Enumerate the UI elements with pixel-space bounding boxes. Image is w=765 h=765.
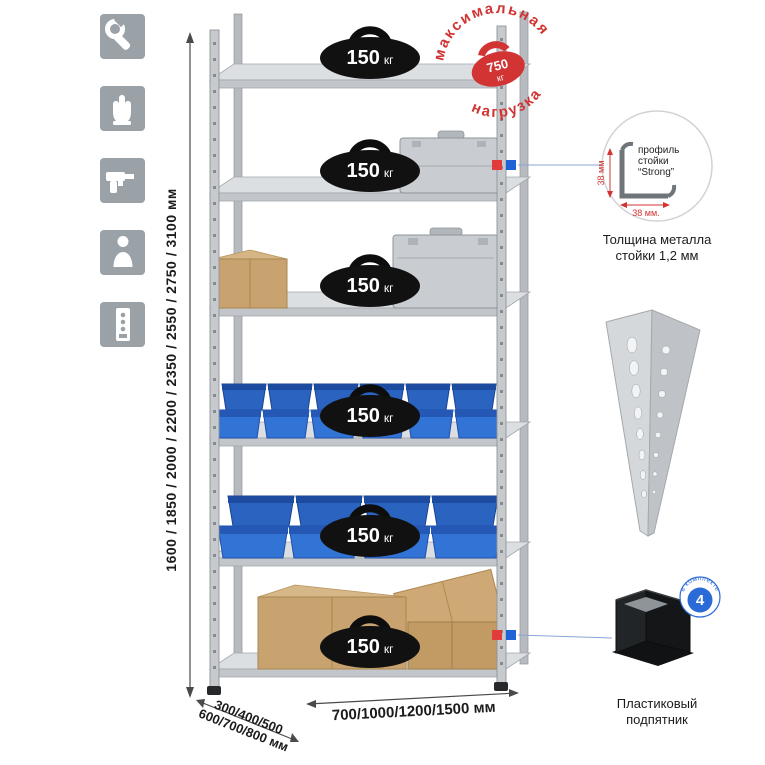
marker-red-top [492,160,502,170]
profile-caption-2: стойки 1,2 мм [616,248,699,263]
sidebar-icon-gloves [100,86,145,131]
sidebar-icon-wrench [100,14,145,59]
profile-label-3: “Strong” [638,167,674,178]
width-dimension-label: 700/1000/1200/1500 мм [331,699,496,725]
marker-blue-bottom [506,630,516,640]
load-value: 150 [346,47,379,69]
load-value: 150 [346,636,379,658]
plastic-foot-image [612,589,694,666]
rack-foot-left [207,686,221,695]
drill-icon [105,171,134,193]
load-badge-shelf-1: 150 кг [320,26,420,79]
person-icon [113,235,132,267]
rack-post-icon [115,307,130,341]
sidebar-icon-person [100,230,145,275]
sidebar-icon-rack-post [100,302,145,347]
width-dimension: 700/1000/1200/1500 мм [306,689,519,724]
marker-blue-top [506,160,516,170]
profile-label-2: стойки [638,156,669,167]
callout-markers [492,160,613,640]
depth-dimension: 300/400/500 600/700/800 мм [196,697,299,754]
marker-red-bottom [492,630,502,640]
rack-front-uprights [207,25,508,695]
rack-foot-right [494,682,508,691]
height-dimension-label: 1600 / 1850 / 2000 / 2200 / 2350 / 2550 … [163,188,179,571]
sidebar-icon-drill [100,158,145,203]
gloves-icon [112,94,131,125]
foot-caption-2: подпятник [626,712,688,727]
load-badge-shelf-3: 150 кг [320,254,420,307]
load-unit: кг [384,411,394,425]
stamp-value: 750 [485,56,510,76]
stamp-weight-body [471,51,525,87]
load-badge-shelf-4: 150 кг [320,384,420,437]
profile-caption-1: Толщина металла [603,232,712,247]
profile-callout: 38 мм 38 мм. профиль стойки “Strong” Тол… [596,110,713,263]
profile-dim-vertical: 38 мм [596,161,606,186]
wrench-icon [104,14,130,50]
blue-bins-small-back-lips [222,384,496,390]
badge-quantity: в комплекте 4 [679,575,721,618]
height-dimension: 1600 / 1850 / 2000 / 2200 / 2350 / 2550 … [163,32,194,698]
stamp-weight-handle [478,41,510,57]
load-badge-shelf-5: 150 кг [320,504,420,557]
profile-dim-horizontal: 38 мм. [632,208,659,218]
load-unit: кг [384,166,394,180]
load-unit: кг [384,642,394,656]
badge-value: 4 [696,592,705,609]
svg-text:нагрузка: нагрузка [466,82,549,129]
profile-angle-drawing [619,150,668,199]
load-value: 150 [346,525,379,547]
load-value: 150 [346,275,379,297]
profile-label-1: профиль [638,144,679,156]
blue-bins-large-back-lips [228,496,498,503]
load-unit: кг [384,281,394,295]
load-value: 150 [346,160,379,182]
foot-caption-1: Пластиковый [617,696,697,711]
load-badge-shelf-2: 150 кг [320,139,420,192]
load-unit: кг [384,53,394,67]
load-value: 150 [346,405,379,427]
stamp-text-bottom: нагрузка [466,82,549,129]
cardboard-box-small [212,249,288,309]
load-badge-shelf-6: 150 кг [320,615,420,668]
angle-post-image [605,309,701,537]
stamp-unit: кг [496,72,506,84]
load-unit: кг [384,531,394,545]
